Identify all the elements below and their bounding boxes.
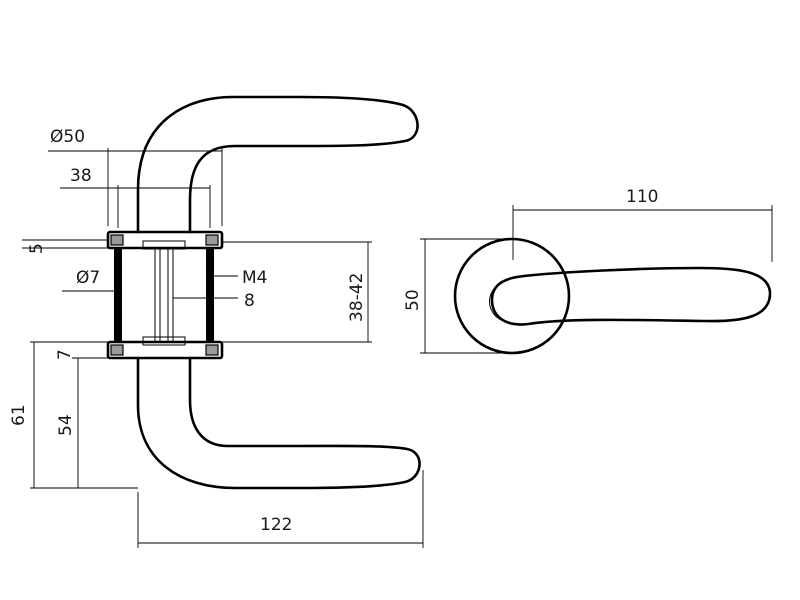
top-spindle-cap [142, 240, 186, 250]
front-rose [453, 237, 571, 355]
top-rose-left-cap [110, 234, 124, 246]
dim-rose-diameter: Ø50 [50, 127, 85, 147]
bottom-rose-right-cap [205, 344, 219, 356]
dim-bolt-diameter: Ø7 [76, 268, 100, 288]
front-lever-base [489, 275, 523, 325]
spindle [154, 247, 174, 343]
dim-rose-thickness: 5 [27, 243, 47, 254]
dim-front-lever-length: 110 [626, 187, 658, 207]
dim-lever-offset: 7 [55, 349, 75, 360]
bottom-spindle-cap [142, 336, 186, 346]
dim-spindle-spacing: 38 [70, 166, 92, 186]
dim-door-thickness: 38-42 [347, 273, 367, 322]
side-dimensions: Ø50 38 5 Ø7 M4 8 38-42 7 61 [9, 127, 424, 548]
front-lever-outline [490, 266, 772, 326]
dim-lever-length: 122 [260, 515, 292, 535]
left-bolt [113, 248, 123, 342]
dim-total-height: 61 [9, 404, 29, 426]
front-dimensions: 110 50 [403, 187, 773, 354]
dim-spindle-square: 8 [244, 291, 255, 311]
dim-lever-height: 54 [56, 414, 76, 436]
top-rose-right-cap [205, 234, 219, 246]
top-lever-outline [136, 95, 419, 234]
right-bolt [205, 248, 215, 342]
bottom-rose-left-cap [110, 344, 124, 356]
bottom-rose [106, 340, 224, 360]
top-rose [106, 230, 224, 250]
bottom-lever-outline [136, 356, 421, 490]
dim-front-rose-diameter: 50 [403, 289, 423, 311]
dim-bolt-thread: M4 [242, 268, 267, 288]
front-view [453, 237, 772, 355]
side-view [106, 95, 421, 490]
